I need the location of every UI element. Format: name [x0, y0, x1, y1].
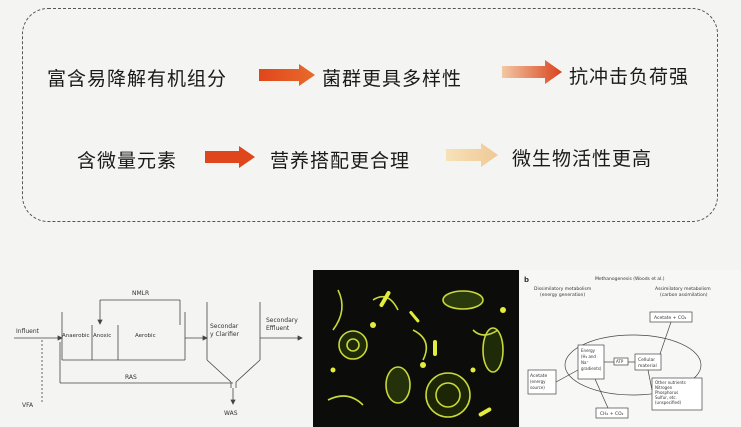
methanogenesis-figure: b Methanogenesis (Woods et al.) Dissimil…	[520, 270, 741, 427]
nutrients-line-3: Phosphorus	[655, 390, 678, 395]
summary-box	[22, 8, 718, 222]
nutrients-line-4: Sulfur, etc.	[655, 395, 677, 400]
label-effluent-2: Effluent	[266, 325, 290, 332]
label-effluent-1: Secondary	[266, 317, 298, 324]
left-heading: Dissimilatory metabolism	[534, 286, 591, 292]
top-box-label: Acetate + CO₂	[654, 315, 687, 321]
cellular-line-1: Cellular	[638, 357, 655, 363]
arrow-right-icon	[446, 143, 498, 167]
term-microbial-activity: 微生物活性更高	[512, 148, 653, 170]
nutrients-line-2: Nitrogen	[655, 385, 673, 390]
label-clarifier-2: y Clarifier	[210, 331, 240, 338]
arrow-right-icon	[205, 146, 255, 168]
label-was: WAS	[224, 410, 238, 417]
term-degradable-organics: 富含易降解有机组分	[47, 68, 228, 90]
term-trace-elements: 含微量元素	[77, 150, 178, 172]
energy-line-1: Energy	[581, 348, 596, 353]
wastewater-process-diagram: Influent VFA Anaerobic Anoxic Aerobic NM…	[14, 290, 303, 417]
right-subheading: (carbon assimilation)	[660, 292, 708, 298]
panel-label: b	[524, 276, 529, 284]
cellular-line-2: material	[638, 363, 657, 369]
label-anaerobic: Anaerobic	[62, 333, 90, 339]
arrow-right-icon	[502, 60, 562, 84]
label-aerobic: Aerobic	[135, 333, 156, 339]
energy-line-4: gradients)	[581, 366, 602, 371]
acetate-line-2: (energy	[530, 379, 546, 384]
term-microbial-diversity: 菌群更具多样性	[322, 68, 463, 90]
label-influent: Influent	[16, 328, 40, 335]
term-balanced-nutrition: 营养搭配更合理	[270, 150, 411, 172]
bottom-box-label: CH₄ + CO₂	[600, 411, 624, 417]
label-vfa: VFA	[22, 402, 34, 409]
label-anoxic: Anoxic	[93, 333, 111, 339]
nutrients-line-1: Other nutrients	[655, 380, 686, 385]
label-nmlr: NMLR	[132, 290, 149, 297]
term-shock-resistance: 抗冲击负荷强	[569, 66, 690, 88]
label-clarifier-1: Secondar	[210, 323, 239, 330]
energy-line-3: Na⁺	[581, 360, 589, 365]
right-heading: Assimilatory metabolism	[655, 286, 711, 292]
arrow-right-icon	[259, 64, 315, 86]
figure-title: Methanogenesis (Woods et al.)	[595, 276, 665, 282]
nutrients-line-5: (unspecified)	[655, 400, 682, 405]
atp-label: ATP	[616, 359, 624, 364]
microbes-micrograph-image	[313, 270, 519, 427]
left-subheading: (energy generation)	[540, 292, 585, 298]
acetate-line-1: Acetate	[530, 373, 548, 379]
acetate-line-3: source)	[530, 385, 545, 390]
label-ras: RAS	[125, 374, 137, 381]
energy-line-2: (H₂ and	[581, 354, 596, 359]
